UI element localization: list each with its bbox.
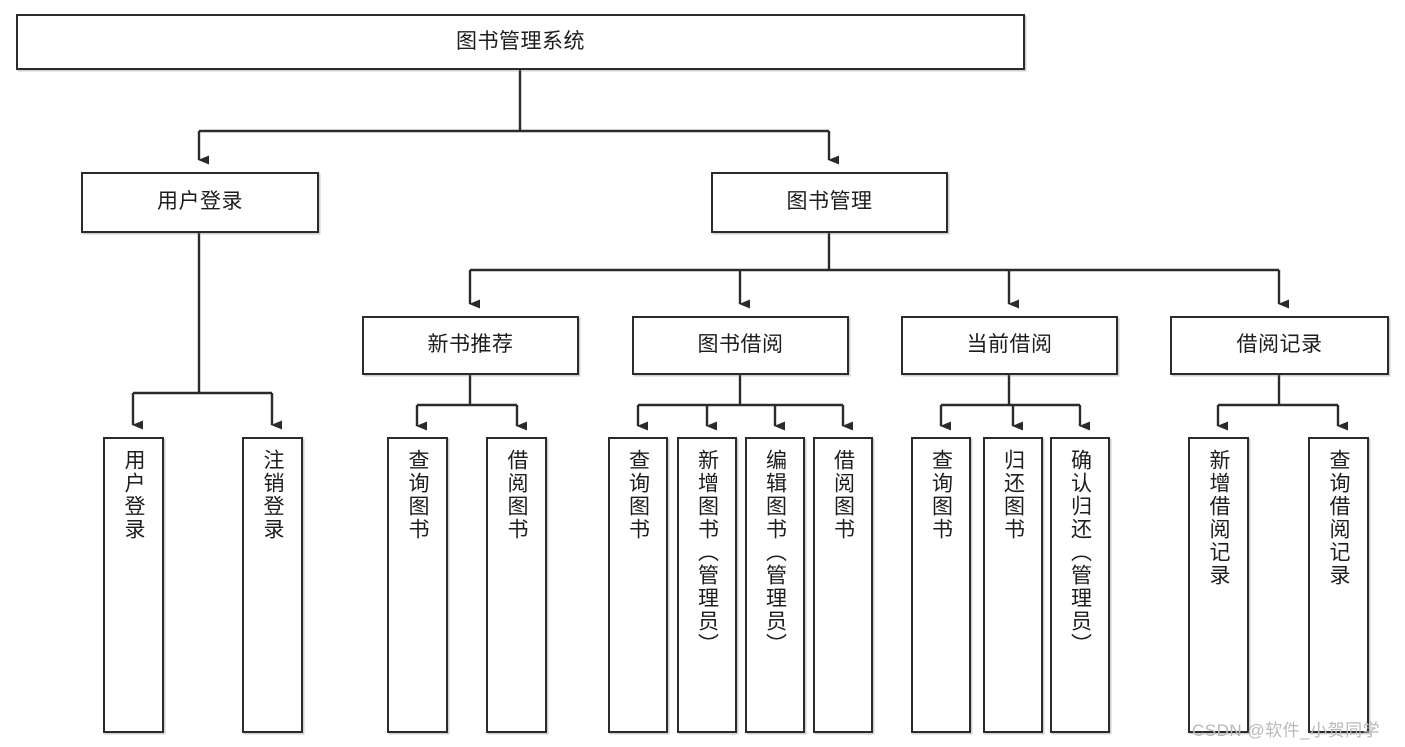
node-leaf-add-book-admin[interactable]: 新增图书（管理员）	[677, 437, 737, 733]
node-leaf-query-book-recommend[interactable]: 查询图书	[387, 437, 448, 733]
node-leaf-return-book[interactable]: 归还图书	[983, 437, 1043, 733]
edges-current-borrow-to-leaves	[939, 375, 1090, 431]
edges-root-to-level2	[197, 70, 839, 165]
node-leaf-query-book-borrow[interactable]: 查询图书	[608, 437, 668, 733]
node-leaf-label: 注销登录	[261, 449, 284, 541]
node-book-borrow[interactable]: 图书借阅	[632, 316, 849, 375]
node-borrow-record-label: 借阅记录	[1236, 333, 1323, 357]
edges-borrow-record-to-leaves	[1216, 375, 1348, 431]
node-leaf-label: 编辑图书（管理员）	[763, 449, 787, 656]
edges-borrow-to-leaves	[636, 375, 853, 431]
node-new-book-recommend[interactable]: 新书推荐	[362, 316, 579, 375]
edges-new-book-to-leaves	[415, 375, 527, 431]
node-leaf-borrow-book[interactable]: 借阅图书	[813, 437, 873, 733]
node-root-system[interactable]: 图书管理系统	[16, 14, 1025, 70]
node-new-book-recommend-label: 新书推荐	[427, 333, 514, 357]
node-leaf-label: 查询图书	[406, 449, 429, 541]
node-current-borrow[interactable]: 当前借阅	[901, 316, 1118, 375]
edges-user-login-to-leaves	[131, 233, 282, 430]
node-user-login-label: 用户登录	[157, 190, 243, 214]
edges-book-mgmt-to-level3	[468, 233, 1289, 309]
node-leaf-confirm-return-admin[interactable]: 确认归还（管理员）	[1050, 437, 1110, 733]
node-leaf-label: 查询图书	[626, 449, 650, 541]
node-leaf-label: 用户登录	[122, 449, 145, 541]
node-book-management-label: 图书管理	[786, 190, 873, 214]
node-leaf-label: 新增图书（管理员）	[695, 449, 719, 656]
node-borrow-record[interactable]: 借阅记录	[1170, 316, 1389, 375]
node-leaf-label: 确认归还（管理员）	[1068, 449, 1092, 656]
node-leaf-label: 查询借阅记录	[1327, 449, 1350, 587]
node-user-login[interactable]: 用户登录	[81, 172, 319, 233]
node-leaf-label: 借阅图书	[831, 449, 855, 541]
node-leaf-borrow-book-recommend[interactable]: 借阅图书	[486, 437, 547, 733]
node-leaf-label: 查询图书	[929, 449, 953, 541]
node-leaf-user-login[interactable]: 用户登录	[103, 437, 164, 733]
node-leaf-query-borrow-record[interactable]: 查询借阅记录	[1308, 437, 1369, 733]
node-root-label: 图书管理系统	[456, 29, 585, 53]
node-leaf-edit-book-admin[interactable]: 编辑图书（管理员）	[745, 437, 805, 733]
node-leaf-label: 新增借阅记录	[1207, 449, 1230, 587]
node-leaf-add-borrow-record[interactable]: 新增借阅记录	[1188, 437, 1249, 733]
node-current-borrow-label: 当前借阅	[966, 333, 1053, 357]
node-leaf-label: 归还图书	[1001, 449, 1025, 541]
node-leaf-label: 借阅图书	[505, 449, 528, 541]
node-book-management[interactable]: 图书管理	[711, 172, 948, 233]
node-leaf-query-book-current[interactable]: 查询图书	[911, 437, 971, 733]
node-leaf-logout[interactable]: 注销登录	[242, 437, 303, 733]
node-book-borrow-label: 图书借阅	[697, 333, 784, 357]
csdn-watermark: CSDN @软件_小贺同学	[1192, 721, 1381, 740]
